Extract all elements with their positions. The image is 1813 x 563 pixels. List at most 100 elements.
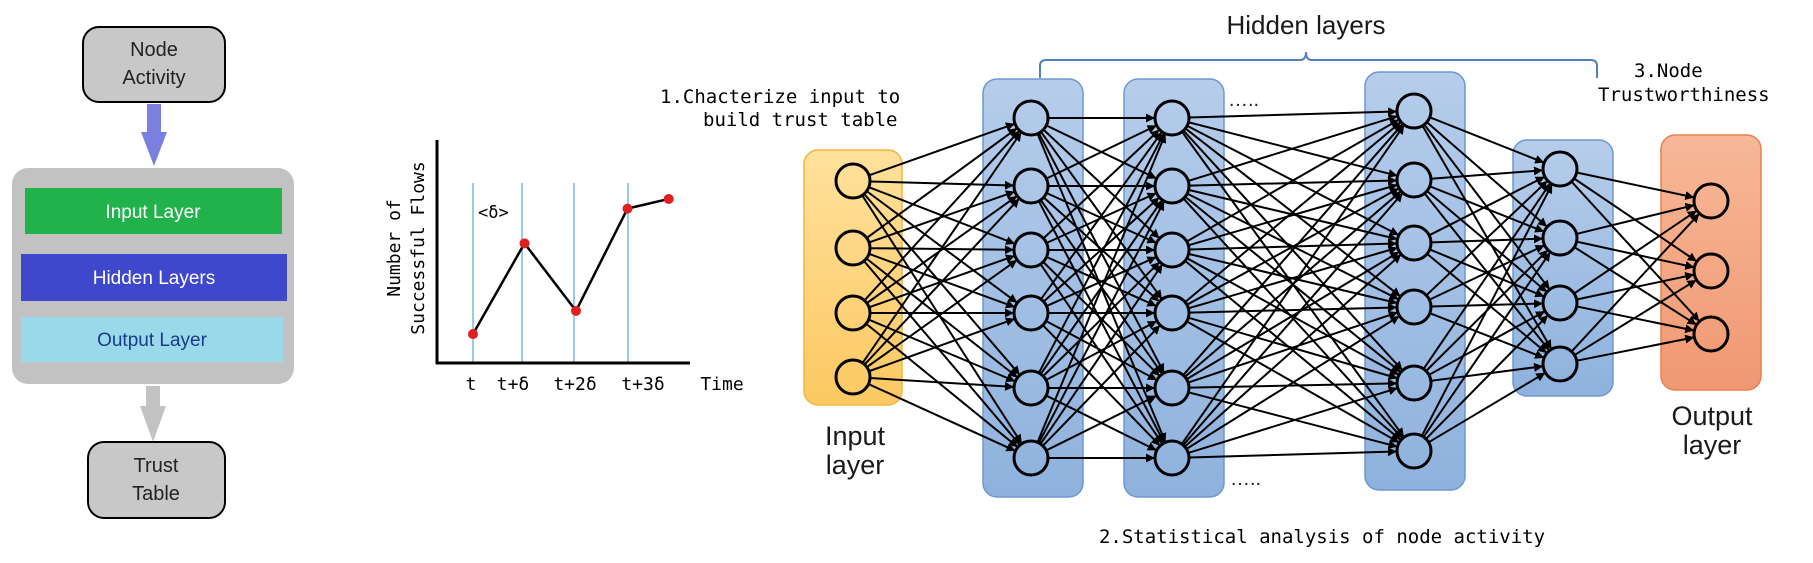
connection-arrow — [1040, 131, 1163, 300]
connection-arrow — [863, 130, 1020, 302]
connection-arrow — [868, 122, 1015, 177]
connection-arrow — [866, 127, 1018, 239]
input-neuron — [834, 162, 872, 200]
input-neuron — [834, 229, 872, 267]
plot-tick-label: t — [466, 374, 477, 395]
node-activity-box — [82, 26, 226, 103]
step3-label-line1: 3.Node — [1634, 60, 1703, 82]
plot-data-point — [519, 238, 530, 249]
output-layer-caption-line2: layer — [1683, 430, 1742, 460]
connection-arrow — [865, 257, 1018, 378]
hidden-neuron — [1012, 294, 1050, 332]
delta-interval-label: <δ> — [478, 203, 509, 223]
connection-arrow — [865, 322, 1018, 448]
connection-arrow — [1039, 264, 1163, 445]
hidden-neuron — [1541, 345, 1579, 383]
connection-arrow — [1188, 182, 1398, 247]
hidden-layers-label: Hidden Layers — [93, 268, 216, 289]
hidden-neuron — [1153, 99, 1191, 137]
connection-arrow — [1187, 311, 1398, 384]
connection-arrow — [1428, 176, 1545, 237]
connection-arrow — [1576, 240, 1695, 270]
connection-arrow — [1042, 129, 1160, 240]
network-connections — [861, 107, 1700, 463]
step1-label-line1: 1.Chacterize input to — [660, 86, 900, 108]
connection-arrow — [1428, 244, 1545, 301]
hidden-neuron — [1012, 167, 1050, 205]
output-neuron — [1692, 315, 1730, 353]
connection-arrow — [866, 259, 1018, 368]
connection-arrow — [1188, 379, 1397, 389]
hidden-neuron — [1153, 231, 1191, 269]
hidden-neuron — [1395, 224, 1433, 262]
hidden-neuron — [1395, 92, 1433, 130]
connection-arrow — [1184, 121, 1401, 303]
plot-tick-label: t+δ — [497, 374, 530, 395]
hidden-layers-title: Hidden layers — [1227, 10, 1386, 40]
plot-data-point — [622, 203, 633, 214]
connection-arrow — [1576, 334, 1695, 362]
connection-arrow — [1576, 272, 1695, 301]
connection-arrow — [868, 317, 1015, 373]
network-nodes — [834, 92, 1730, 477]
connection-arrow — [1182, 123, 1403, 376]
connection-arrow — [1188, 176, 1397, 187]
connection-arrow — [863, 260, 1021, 445]
trust-table-label-line2: Table — [132, 483, 180, 505]
connection-arrow — [1425, 180, 1548, 297]
input-layer-caption-line1: Input — [825, 421, 886, 451]
connection-arrow — [1187, 386, 1398, 454]
output-neuron — [1692, 252, 1730, 290]
connection-arrow — [1036, 133, 1167, 443]
plot-xlabel: Time — [700, 374, 743, 395]
hidden-neuron — [1153, 439, 1191, 477]
connection-arrow — [868, 318, 1016, 383]
hidden-neuron — [1012, 231, 1050, 269]
connection-arrow — [861, 132, 1022, 364]
output-neuron — [1692, 182, 1730, 220]
connection-arrow — [1420, 184, 1553, 437]
ellipsis-bottom: ….. — [1230, 468, 1261, 490]
connection-arrow — [1037, 133, 1165, 374]
hidden-neuron — [1541, 219, 1579, 257]
connection-arrow — [1045, 395, 1157, 452]
trust-table-label-line1: Trust — [134, 455, 179, 477]
hidden-neuron — [1395, 161, 1433, 199]
hidden-neuron — [1012, 439, 1050, 477]
connection-arrow — [863, 193, 1021, 376]
connection-arrow — [1182, 192, 1403, 446]
connection-arrow — [1429, 116, 1545, 164]
connection-arrow — [1037, 201, 1165, 444]
output-layer-label: Output Layer — [97, 330, 208, 351]
hidden-neuron — [1395, 364, 1433, 402]
plot-tick-label: t+3δ — [621, 374, 664, 395]
plot-ylabel-line1: Number of — [384, 199, 405, 297]
hidden-neuron — [1153, 167, 1191, 205]
node-activity-label-line2: Activity — [122, 67, 185, 89]
connection-arrow — [1425, 315, 1549, 440]
connection-arrow — [1429, 312, 1545, 359]
neural-network: Hidden layers 1.Chacterize input to buil… — [660, 10, 1770, 548]
input-layer-bar — [25, 188, 282, 234]
input-layer-label: Input Layer — [105, 202, 201, 223]
connection-arrow — [1573, 246, 1697, 326]
plot-data-point — [468, 329, 478, 340]
hidden-neuron — [1012, 369, 1050, 407]
connection-arrow — [1188, 391, 1398, 449]
plot-tick-label: t+2δ — [553, 374, 596, 395]
arrow-down-icon — [140, 386, 166, 442]
connection-arrow — [1046, 256, 1157, 307]
step1-label-line2: build trust table — [703, 109, 897, 131]
connection-arrow — [1042, 325, 1161, 447]
plot-data-point — [663, 193, 674, 204]
connection-arrow — [1188, 303, 1397, 314]
input-neuron — [834, 294, 872, 332]
output-layer-bar — [21, 317, 283, 362]
step3-label-line2: Trustworthiness — [1598, 84, 1770, 106]
connection-arrow — [1428, 372, 1546, 444]
connection-arrow — [1570, 213, 1700, 353]
node-activity-label-line1: Node — [130, 39, 178, 61]
hidden-neuron — [1541, 150, 1579, 188]
connection-arrow — [1185, 315, 1400, 450]
